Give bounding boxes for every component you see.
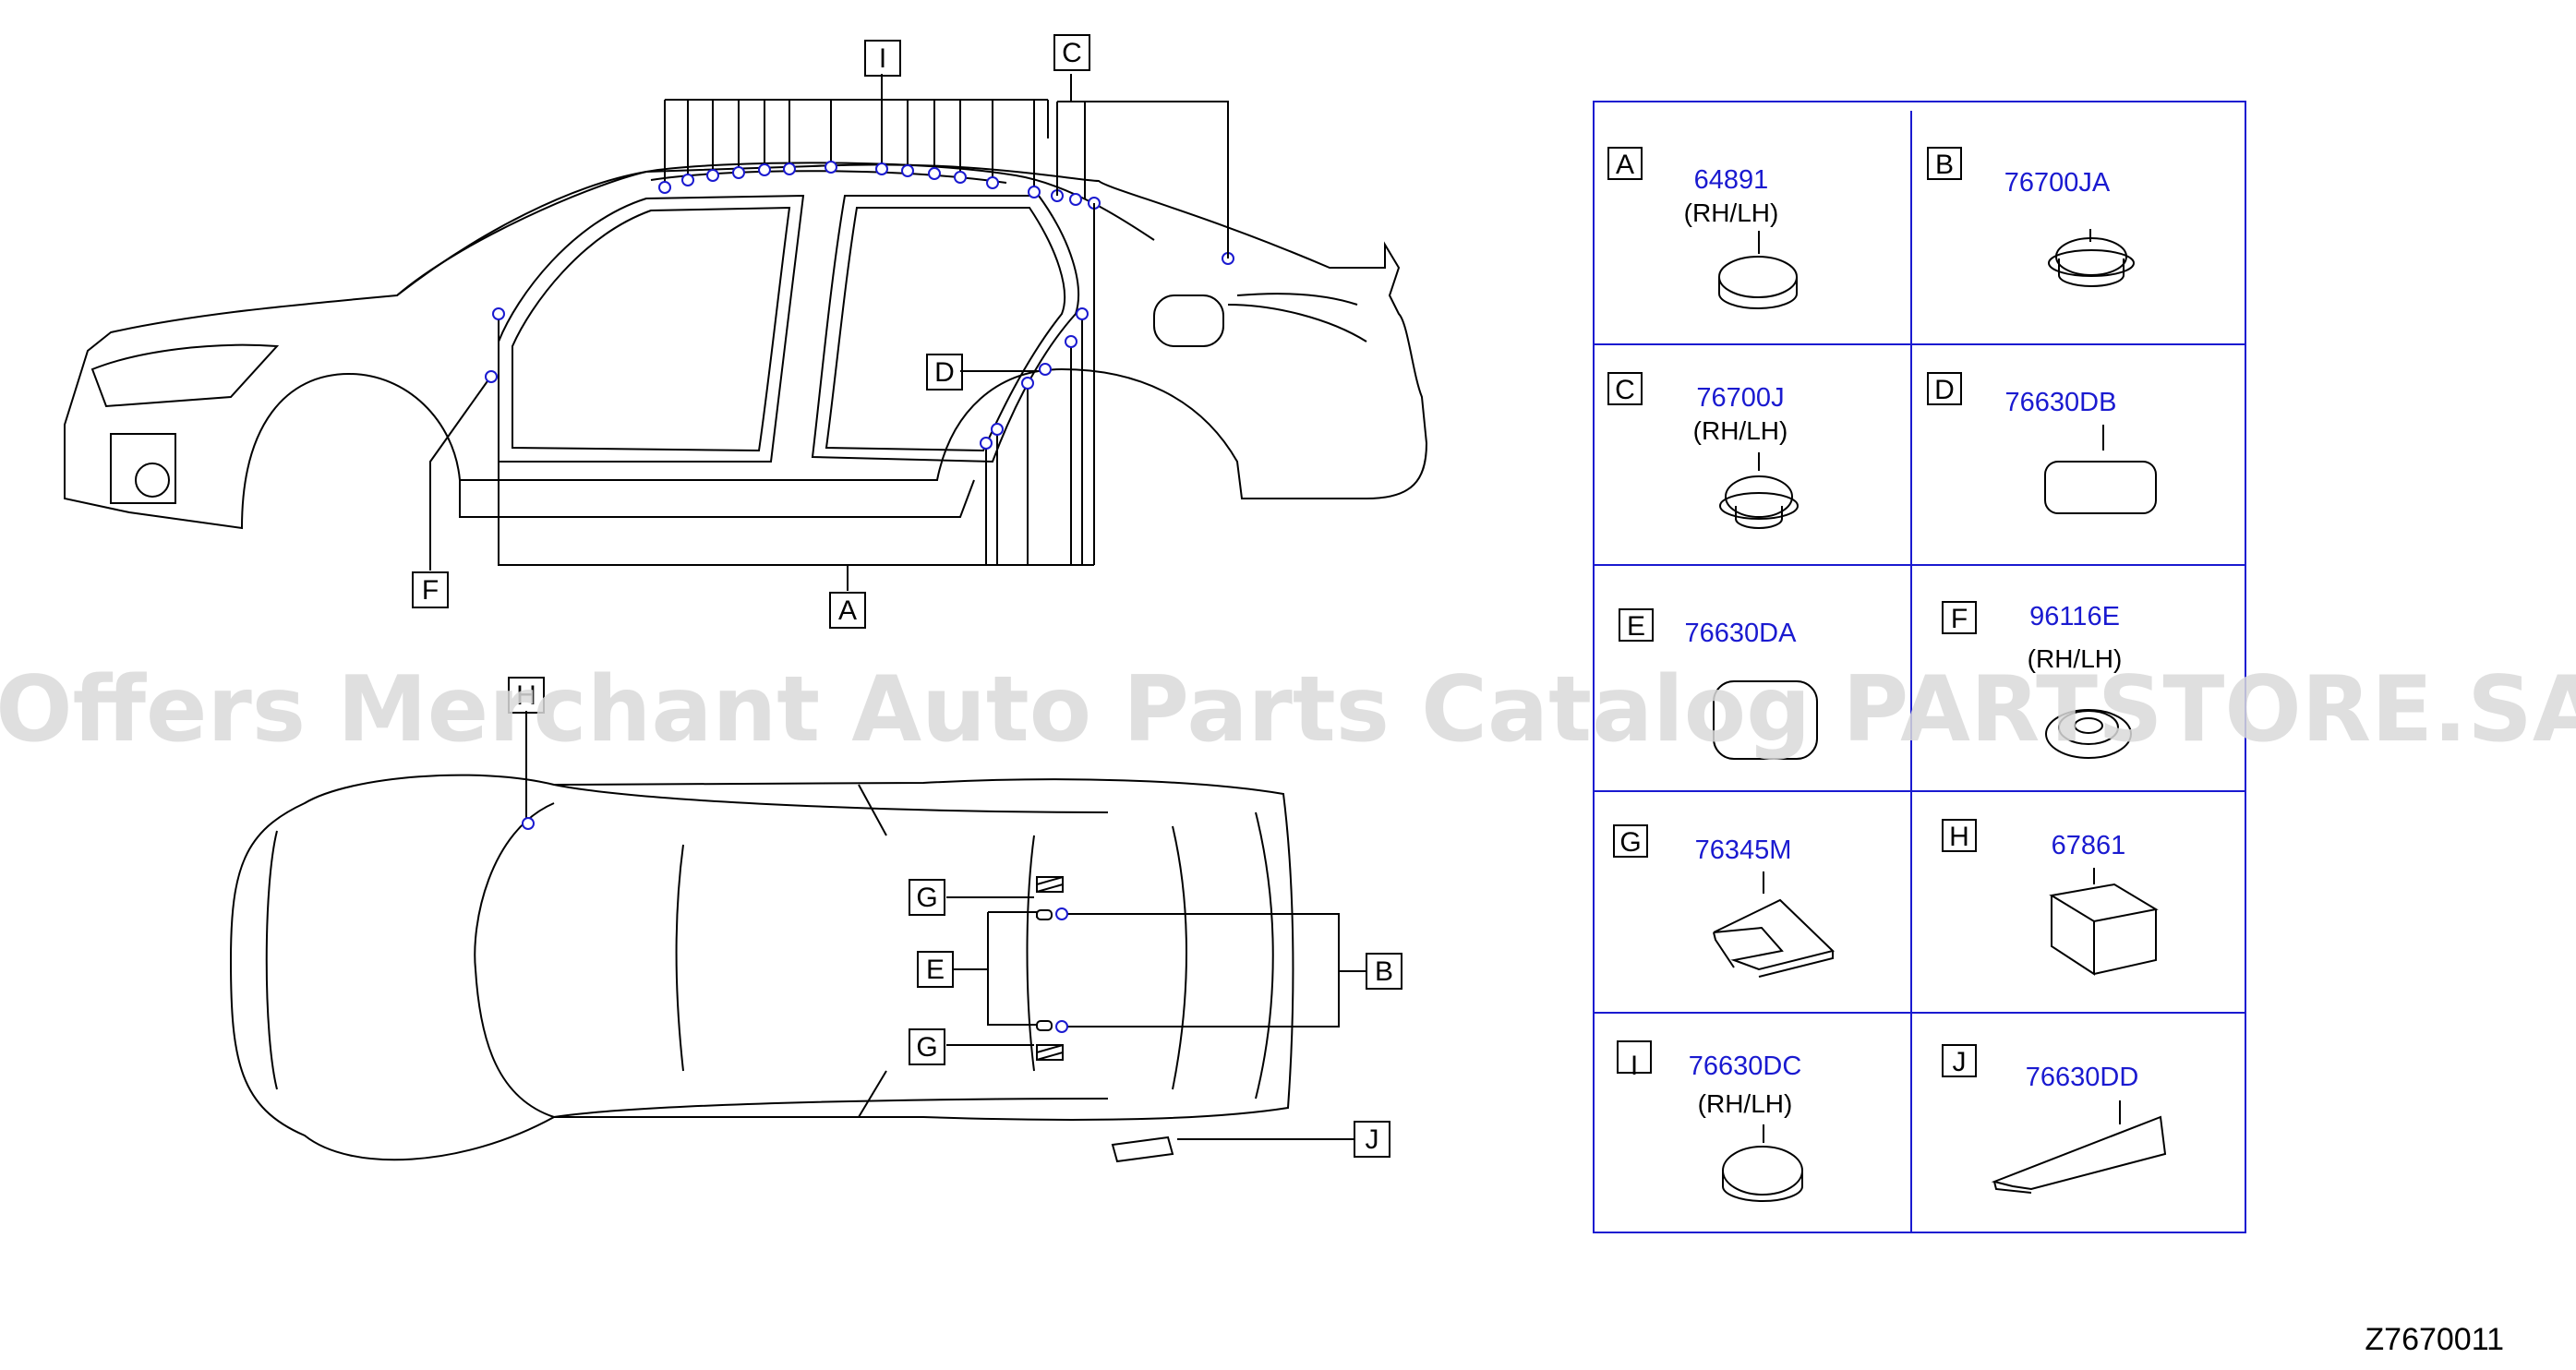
callout-label-g-bottom: G bbox=[916, 1032, 937, 1063]
callout-label-g-top: G bbox=[916, 883, 937, 913]
part-number-f: 96116E bbox=[2029, 602, 2120, 631]
clip-plate-icon bbox=[1713, 898, 1835, 978]
part-side-i: (RH/LH) bbox=[1698, 1089, 1793, 1118]
part-number-g: 76345M bbox=[1695, 835, 1792, 865]
callout-box-f: F bbox=[412, 571, 449, 608]
part-number-c: 76700J bbox=[1696, 383, 1784, 413]
part-number-h: 67861 bbox=[2052, 831, 2126, 860]
callout-label-f: F bbox=[422, 575, 439, 606]
part-number-a: 64891 bbox=[1694, 165, 1769, 195]
part-key-h: H bbox=[1949, 822, 1969, 852]
roof-clips bbox=[658, 161, 1234, 265]
part-cell-d: D 76630DB bbox=[1927, 372, 2157, 514]
callout-box-j: J bbox=[1354, 1121, 1390, 1158]
callout-c-leaders bbox=[1056, 74, 1229, 258]
grommet-plug-icon bbox=[1719, 475, 1799, 529]
diagram-code: Z7670011 bbox=[2365, 1322, 2504, 1357]
part-key-a: A bbox=[1616, 150, 1634, 180]
part-key-j: J bbox=[1953, 1047, 1967, 1077]
part-cell-a: A 64891 (RH/LH) bbox=[1607, 147, 1798, 309]
part-cell-h: H 67861 bbox=[1942, 819, 2159, 976]
callout-box-i: I bbox=[864, 40, 901, 77]
callout-g-leaders bbox=[946, 896, 1034, 1046]
part-side-f: (RH/LH) bbox=[2028, 644, 2123, 673]
callout-box-c: C bbox=[1053, 34, 1090, 71]
callout-box-g1: G bbox=[909, 879, 945, 916]
part-cell-f: F 96116E (RH/LH) bbox=[1942, 601, 2132, 759]
callout-label-d: D bbox=[934, 357, 955, 388]
callout-label-h: H bbox=[516, 680, 536, 711]
foam-block-icon bbox=[2049, 883, 2159, 976]
part-number-b: 76700JA bbox=[2004, 168, 2111, 198]
part-number-d: 76630DB bbox=[2005, 388, 2117, 417]
callout-box-e: E bbox=[917, 951, 954, 988]
part-key-g: G bbox=[1619, 827, 1641, 858]
oval-plug-icon bbox=[2044, 461, 2157, 514]
callout-h-leader bbox=[522, 711, 535, 830]
callout-label-b: B bbox=[1375, 956, 1393, 987]
part-cell-c: C 76700J (RH/LH) bbox=[1607, 372, 1799, 529]
callout-box-g2: G bbox=[909, 1028, 945, 1065]
round-plug-icon bbox=[1718, 256, 1798, 309]
callout-label-j: J bbox=[1366, 1124, 1379, 1155]
trim-strip-icon bbox=[1991, 1115, 2167, 1194]
callout-label-e: E bbox=[926, 955, 945, 985]
part-number-j: 76630DD bbox=[2026, 1063, 2139, 1092]
part-cell-g: G 76345M bbox=[1613, 824, 1835, 978]
callout-f-leader bbox=[429, 370, 498, 571]
callout-labels: I C D F A H G E G B J bbox=[412, 34, 1402, 1158]
callout-label-i: I bbox=[879, 43, 886, 74]
part-number-i: 76630DC bbox=[1689, 1052, 1802, 1081]
callout-label-a: A bbox=[838, 595, 857, 626]
car-side-view bbox=[64, 162, 1428, 530]
part-key-e: E bbox=[1627, 611, 1645, 642]
callout-e-leaders bbox=[953, 909, 1053, 1031]
callout-b-leaders bbox=[1055, 907, 1366, 1033]
watermark-text: Offers Merchant Auto Parts Catalog PARTS… bbox=[0, 657, 2576, 763]
part-cell-j: J 76630DD bbox=[1942, 1044, 2167, 1194]
part-key-i: I bbox=[1631, 1051, 1638, 1081]
part-key-d: D bbox=[1934, 375, 1955, 405]
grommet-plug-icon bbox=[2048, 237, 2135, 287]
callout-label-c: C bbox=[1062, 38, 1082, 68]
callout-box-b: B bbox=[1366, 953, 1402, 990]
part-cell-b: B 76700JA bbox=[1927, 147, 2135, 287]
callout-i-leaders bbox=[664, 74, 1049, 189]
round-plug-icon bbox=[1722, 1146, 1803, 1202]
grommet-ring-icon bbox=[2045, 709, 2132, 759]
part-cell-e: E 76630DA bbox=[1619, 608, 1818, 760]
callout-d-leader bbox=[960, 363, 1052, 376]
part-side-a: (RH/LH) bbox=[1684, 198, 1779, 227]
part-key-c: C bbox=[1615, 375, 1635, 405]
oval-plug-icon bbox=[1713, 680, 1818, 760]
callout-box-d: D bbox=[926, 354, 963, 391]
callout-box-h: H bbox=[508, 677, 545, 714]
parts-table bbox=[1593, 101, 2246, 1233]
car-top-view bbox=[229, 774, 1294, 1163]
callout-a-leaders bbox=[492, 203, 1095, 591]
part-side-c: (RH/LH) bbox=[1693, 416, 1788, 445]
callout-box-a: A bbox=[829, 592, 866, 629]
part-number-e: 76630DA bbox=[1685, 619, 1798, 648]
part-key-f: F bbox=[1951, 604, 1968, 634]
part-cell-i: I 76630DC (RH/LH) bbox=[1617, 1040, 1803, 1202]
part-key-b: B bbox=[1935, 150, 1954, 180]
